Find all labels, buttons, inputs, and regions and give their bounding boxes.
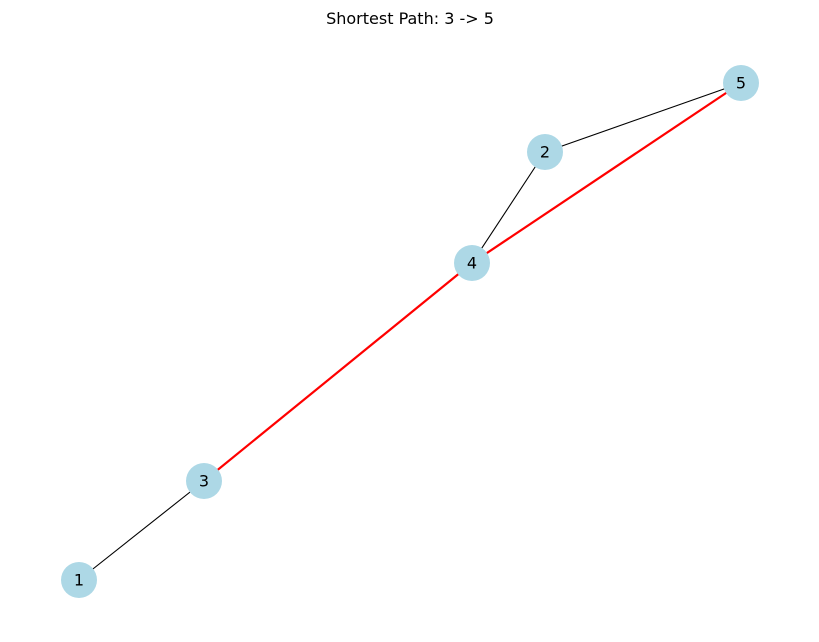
edge-2-5 [544, 82, 742, 153]
node-label-2: 2 [540, 143, 550, 162]
edge-2-4 [471, 151, 546, 264]
node-circle-3 [186, 463, 222, 499]
nodes-layer: 1 2 3 4 5 [61, 65, 759, 598]
path-edge-3-4 [203, 262, 473, 482]
node-circle-2 [527, 134, 563, 170]
edges-layer [78, 82, 742, 581]
node-3: 3 [186, 463, 222, 499]
node-label-5: 5 [736, 74, 746, 93]
node-label-3: 3 [199, 472, 209, 491]
node-circle-5 [723, 65, 759, 101]
node-circle-1 [61, 562, 97, 598]
node-2: 2 [527, 134, 563, 170]
node-label-1: 1 [74, 571, 84, 590]
node-circle-4 [454, 245, 490, 281]
node-5: 5 [723, 65, 759, 101]
path-edge-4-5 [471, 82, 742, 264]
node-label-4: 4 [467, 254, 477, 273]
edge-1-3 [78, 480, 205, 581]
node-4: 4 [454, 245, 490, 281]
node-1: 1 [61, 562, 97, 598]
page-title: Shortest Path: 3 -> 5 [326, 9, 494, 28]
